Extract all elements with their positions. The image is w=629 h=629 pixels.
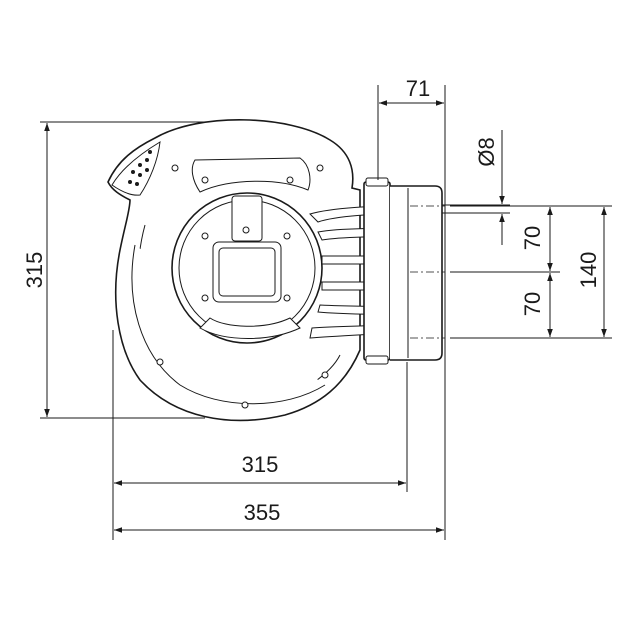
dim-hose-diameter: Ø8 <box>474 137 499 166</box>
handle-grip <box>111 141 161 196</box>
dim-height: 315 <box>22 252 47 289</box>
wall-bracket <box>363 177 443 365</box>
top-window <box>191 157 311 193</box>
grip-dots <box>128 150 152 186</box>
dim-bracket-offset: 71 <box>406 76 430 101</box>
dimension-lines <box>44 100 607 533</box>
dim-lower-spacing: 70 <box>520 292 545 316</box>
dim-depth-total: 355 <box>244 500 281 525</box>
hub-slot <box>231 195 263 242</box>
dim-depth-body: 315 <box>242 452 279 477</box>
dim-mount-spacing: 140 <box>576 252 601 289</box>
reel-body <box>107 119 510 422</box>
dim-upper-spacing: 70 <box>520 226 545 250</box>
extension-lines <box>40 85 612 540</box>
